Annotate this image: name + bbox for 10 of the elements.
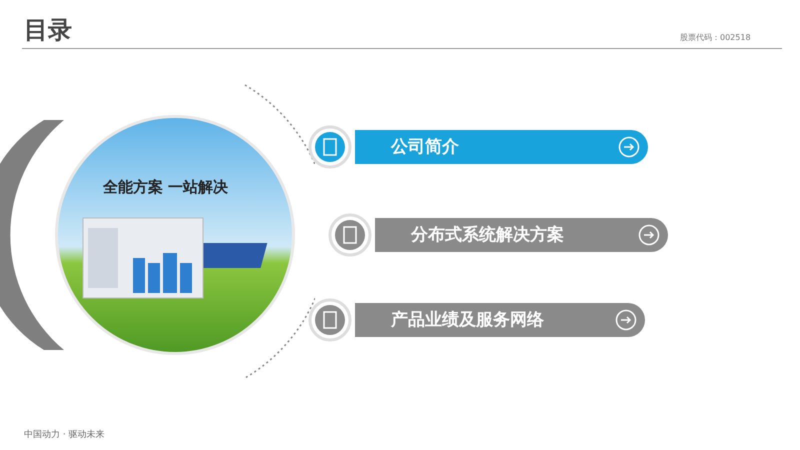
footer-slogan: 中国动力 · 驱动未来 (24, 428, 105, 441)
menu-title: 公司简介 (391, 137, 459, 157)
page-title: 目录 (24, 15, 72, 46)
stock-code-text: 股票代码：002518 (680, 32, 751, 43)
menu-bar (355, 130, 648, 164)
menu-bar (375, 218, 668, 252)
menu-bar (355, 303, 645, 337)
menu-title: 产品业绩及服务网络 (391, 310, 544, 330)
slogan-text: 全能方案 一站解决 (103, 178, 228, 197)
menu-title: 分布式系统解决方案 (411, 225, 564, 245)
